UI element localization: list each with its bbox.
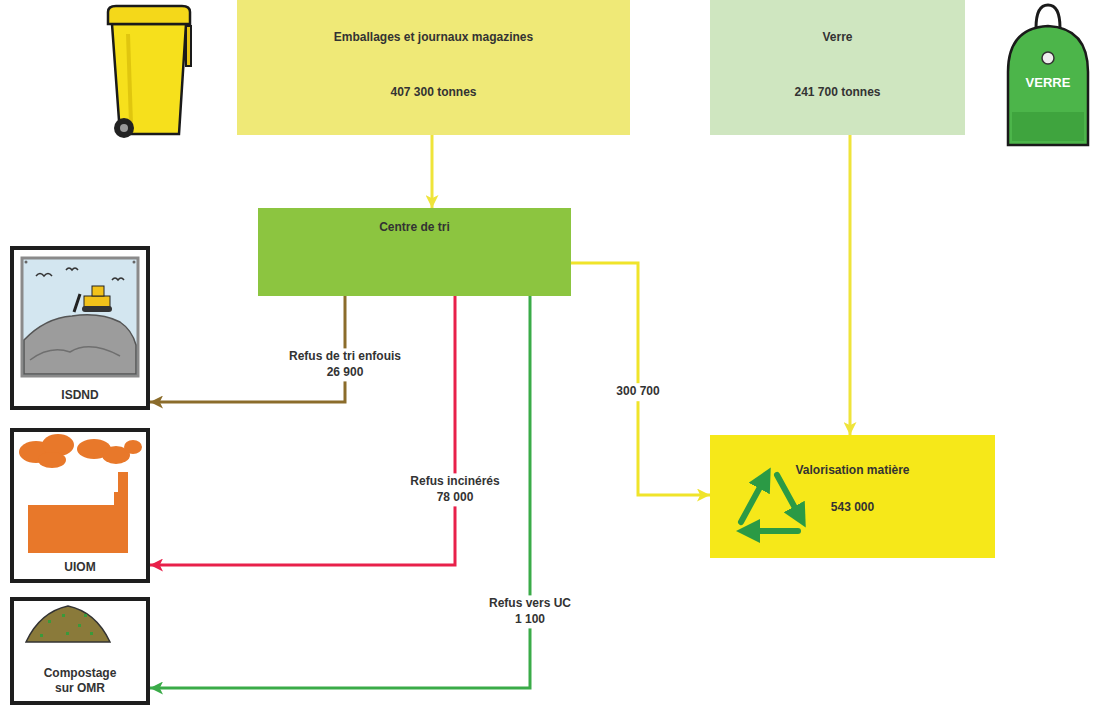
plant-chimney [118, 472, 128, 553]
output-box: Valorisation matière 543 000 [710, 435, 995, 558]
recycle-arrow [748, 528, 798, 534]
compost-speck [90, 632, 93, 635]
bulldozer-cab [92, 286, 104, 296]
flow-label: 300 700 [613, 383, 662, 401]
bin-shading [128, 34, 131, 124]
bin-wheel [114, 118, 134, 138]
compost-speck [62, 614, 65, 617]
yellow-bin-icon [108, 6, 191, 138]
node-text: 543 000 [831, 500, 874, 515]
flow-label: Refus de tri enfouis 26 900 [285, 348, 406, 381]
facility-box: UIOM [10, 428, 150, 583]
container-handle [1036, 5, 1060, 28]
mound-detail [30, 347, 120, 360]
compost-speck [40, 634, 43, 637]
smoke-cloud [124, 440, 142, 454]
bin-handle [186, 26, 191, 66]
plant-building [28, 505, 114, 553]
recycle-arrow [741, 478, 765, 522]
bulldozer-track [82, 306, 112, 312]
node-text: Verre [822, 30, 852, 45]
waste-mound [24, 315, 136, 374]
compost-pile [26, 606, 110, 642]
node-text: UIOM [64, 560, 95, 575]
flow-arrow [571, 263, 710, 495]
landfill-frame [22, 258, 138, 376]
flow-arrow [150, 296, 530, 688]
flow-label: Refus incinérés 78 000 [406, 473, 504, 506]
bin-wheel-hub [120, 124, 128, 132]
bird [36, 274, 52, 277]
flow-arrow [150, 296, 455, 565]
container-emblem [1042, 52, 1054, 64]
bin-body [112, 24, 186, 134]
node-text: 241 700 tonnes [794, 85, 880, 100]
smoke-cloud [19, 441, 53, 463]
smoke-cloud [102, 446, 130, 464]
node-text: ISDND [61, 388, 98, 403]
smoke-cloud [42, 434, 74, 456]
recycling-symbol [741, 475, 800, 531]
frame-rivet [25, 371, 28, 374]
bulldozer-blade [74, 294, 80, 312]
node-text: Emballages et journaux magazines [334, 30, 533, 45]
smoke-cloud [77, 439, 111, 459]
container-body [1008, 26, 1088, 145]
flow-arrow [431, 135, 434, 208]
node-text: 407 300 tonnes [390, 85, 476, 100]
container-shading [1012, 112, 1084, 141]
glass-container-icon [1008, 5, 1088, 145]
smoke-cloud [38, 452, 66, 468]
flow-arrow [849, 135, 852, 435]
compost-speck [78, 624, 81, 627]
facility-box: ISDND [10, 246, 150, 410]
incinerator-illustration [19, 434, 142, 553]
container-label: VERRE [1026, 75, 1071, 91]
bin-lid [108, 6, 190, 24]
frame-rivet [133, 261, 136, 264]
node-text: Valorisation matière [795, 463, 909, 478]
recycle-arrow [777, 475, 800, 517]
node-text: Centre de tri [379, 220, 450, 235]
input-box: Verre 241 700 tonnes [710, 0, 965, 135]
compost-illustration [26, 606, 110, 642]
compost-speck [84, 614, 87, 617]
bird [66, 268, 78, 270]
frame-rivet [25, 261, 28, 264]
plant-annex [114, 492, 118, 553]
compost-speck [66, 632, 69, 635]
facility-box: Compostage sur OMR [10, 597, 150, 705]
node-text: Compostage sur OMR [35, 666, 125, 696]
landfill-illustration [22, 258, 138, 376]
frame-rivet [133, 371, 136, 374]
bulldozer-body [84, 296, 110, 307]
flow-label: Refus vers UC 1 100 [485, 595, 576, 628]
compost-speck [48, 620, 51, 623]
bird [112, 278, 124, 280]
input-box: Emballages et journaux magazines 407 300 … [237, 0, 630, 135]
sorting-box: Centre de tri [258, 208, 571, 296]
